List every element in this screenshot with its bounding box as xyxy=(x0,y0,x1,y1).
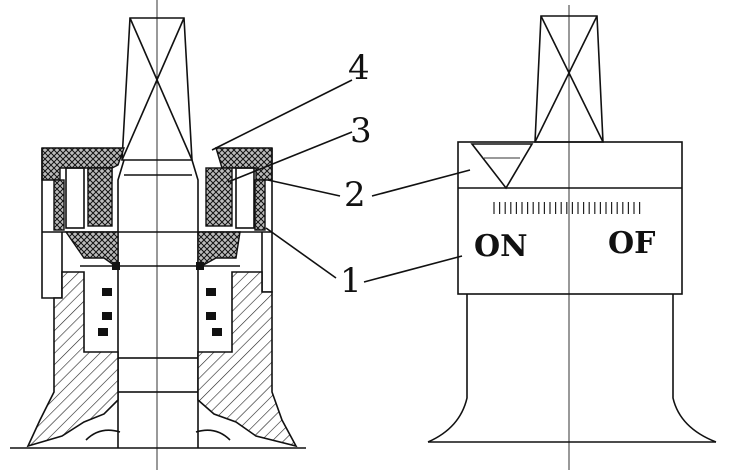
o-rings xyxy=(98,262,222,336)
callout-3: 3 xyxy=(350,111,372,151)
dial-scale xyxy=(493,202,641,214)
sectional-view: 4 3 2 1 xyxy=(10,0,372,470)
dial-off-label: OF xyxy=(608,226,655,261)
leader-lines xyxy=(211,79,353,279)
leader-lines-right xyxy=(363,169,471,283)
callout-1: 1 xyxy=(340,261,362,301)
valve-body xyxy=(10,271,306,449)
seal-wedges xyxy=(64,231,241,270)
inner-bushing xyxy=(65,167,255,229)
external-view: ON OF xyxy=(363,5,717,470)
callout-2: 2 xyxy=(344,175,366,215)
dial-on-label: ON xyxy=(474,229,528,264)
knob-body xyxy=(457,141,683,295)
callout-4: 4 xyxy=(348,48,370,88)
flared-body xyxy=(427,294,717,443)
spring-strip xyxy=(53,179,266,231)
